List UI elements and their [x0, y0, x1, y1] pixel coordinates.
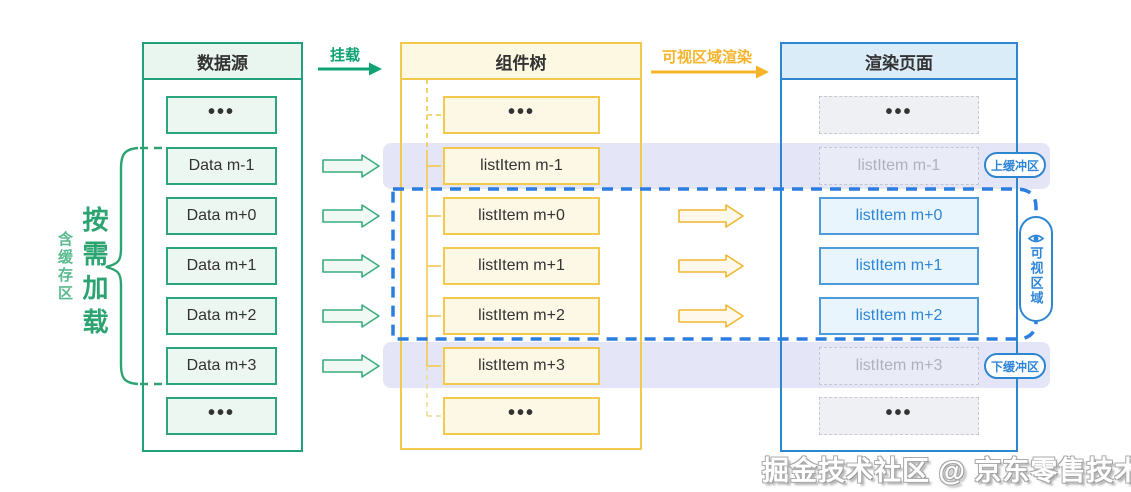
component-tree-column: 组件树 ••• listItem m-1 listItem m+0 listIt…	[400, 42, 642, 450]
datasource-item: Data m+1	[166, 247, 277, 285]
render-item-visible: listItem m+2	[819, 297, 979, 335]
datasource-item: Data m+0	[166, 197, 277, 235]
datasource-item: Data m-1	[166, 147, 277, 185]
visible-area-badge: 可视区域	[1019, 216, 1053, 322]
render-page-column: 渲染页面 ••• listItem m-1 listItem m+0 listI…	[780, 42, 1018, 452]
viewport-render-arrow-icon	[651, 65, 769, 79]
upper-buffer-badge: 上缓冲区	[984, 152, 1046, 178]
lower-buffer-badge: 下缓冲区	[984, 353, 1046, 379]
tree-item: listItem m+2	[443, 297, 600, 335]
render-item-buffer: listItem m-1	[819, 147, 979, 185]
datasource-item-ellipsis-top: •••	[166, 96, 277, 134]
mount-label: 挂载	[330, 47, 361, 64]
tree-item: listItem m+3	[443, 347, 600, 385]
datasource-column: 数据源 ••• Data m-1 Data m+0 Data m+1 Data …	[142, 42, 303, 452]
load-on-demand-label: 按需加载	[79, 206, 109, 342]
data-flow-arrow-icons	[322, 154, 380, 378]
tree-item: listItem m-1	[443, 147, 600, 185]
component-tree-title: 组件树	[402, 44, 640, 80]
datasource-item-ellipsis-bottom: •••	[166, 397, 277, 435]
visible-area-label: 可视区域	[1028, 246, 1044, 306]
render-item-ellipsis-top: •••	[819, 96, 979, 134]
render-flow-arrow-icons	[678, 204, 744, 328]
render-item-ellipsis-bottom: •••	[819, 397, 979, 435]
render-item-visible: listItem m+0	[819, 197, 979, 235]
tree-item-ellipsis-bottom: •••	[443, 397, 600, 435]
with-cache-label: 含缓存区	[56, 231, 73, 303]
tree-item-ellipsis-top: •••	[443, 96, 600, 134]
render-item-visible: listItem m+1	[819, 247, 979, 285]
datasource-item: Data m+2	[166, 297, 277, 335]
watermark-text: 掘金技术社区 @ 京东零售技术	[762, 456, 1131, 486]
viewport-render-label: 可视区域渲染	[662, 49, 753, 66]
render-page-title: 渲染页面	[782, 44, 1016, 80]
render-item-buffer: listItem m+3	[819, 347, 979, 385]
datasource-item: Data m+3	[166, 347, 277, 385]
tree-item: listItem m+0	[443, 197, 600, 235]
tree-item: listItem m+1	[443, 247, 600, 285]
datasource-title: 数据源	[144, 44, 301, 80]
eye-icon	[1027, 234, 1045, 243]
